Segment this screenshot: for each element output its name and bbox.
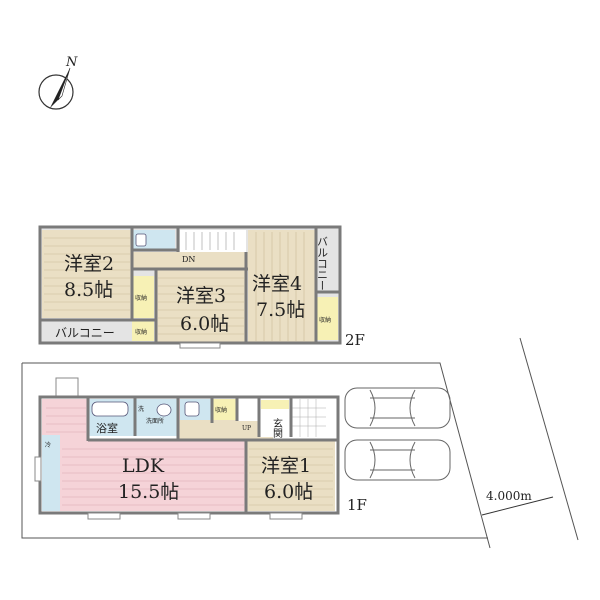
porch [292,399,326,437]
room-4-size: 7.5帖 [256,299,305,321]
storage-2b [132,321,154,341]
compass-label: N [65,55,78,70]
car-icon [344,387,451,429]
floor-label-2f: 2F [345,331,365,349]
washroom [136,399,178,436]
floor-2f [38,225,342,349]
stairs-up-label: UP [242,425,251,432]
stairs-down-label: DN [182,255,195,264]
storage-2c [317,297,338,340]
balcony-label-vertical: バルコニー [316,236,329,291]
storage-label: 収納 [215,406,227,414]
room-1 [247,441,335,511]
room-1-name: 洋室1 [261,455,311,477]
stairs-1f [238,399,258,421]
washer-label: 洗 [138,405,144,413]
floor-label-1f: 1F [347,496,367,514]
hall-2f [132,252,248,269]
room-4-name: 洋室4 [252,273,302,295]
car-icon [344,439,451,481]
fridge-label: 冷 [45,441,51,449]
room-3-size: 6.0帖 [180,313,229,335]
storage-1f [213,399,236,421]
room-3-name: 洋室3 [176,285,226,307]
room-1-size: 6.0帖 [264,481,313,503]
site-boundary [21,337,579,549]
entrance-label: 玄関 [271,417,283,439]
kitchen-counter [42,435,60,511]
ldk-size: 15.5帖 [118,481,179,503]
storage-label: 収納 [135,294,147,302]
storage-2a [132,276,154,318]
room-3 [156,270,246,343]
room-2-name: 洋室2 [64,253,114,275]
washroom-label: 洗面所 [146,417,164,425]
stairs-2f [180,230,246,252]
storage-label: 収納 [319,316,331,324]
north-arrow-icon [38,67,74,110]
ldk-name: LDK [122,455,165,477]
room-2-size: 8.5帖 [64,279,113,301]
bathroom-label: 浴室 [96,421,118,435]
room-2 [42,230,132,318]
floor-1f [34,377,340,520]
road-width-label: 4.000m [486,489,532,503]
storage-label: 収納 [135,328,147,336]
road-width-dimension [481,496,554,516]
balcony-label: バルコニー [55,326,115,340]
hall-1f [178,420,273,440]
